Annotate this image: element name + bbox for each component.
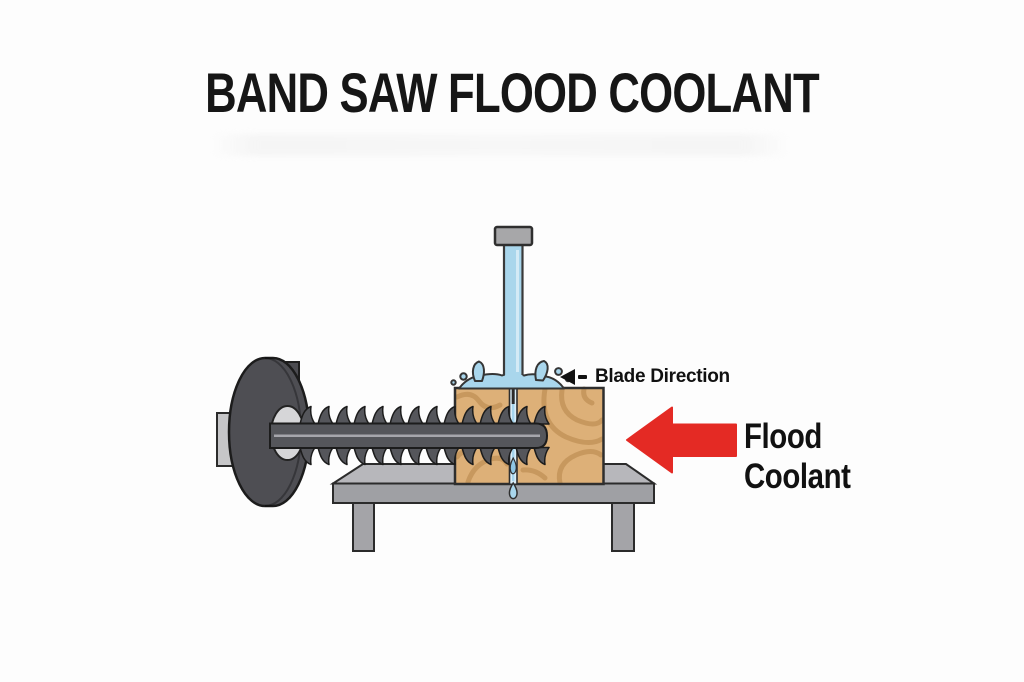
blade-direction-text: Blade Direction	[595, 366, 730, 387]
blade-direction-arrow-icon	[560, 369, 575, 385]
coolant-nozzle	[493, 225, 534, 247]
blade-direction-label: Blade Direction	[560, 365, 730, 389]
coolant-stream	[502, 246, 524, 380]
band-saw-blade	[269, 405, 550, 466]
table-leg	[611, 499, 635, 552]
blade-teeth-top	[299, 405, 550, 425]
coolant-drip-in-kerf	[509, 456, 517, 475]
diagram-title: BAND SAW FLOOD COOLANT	[205, 61, 820, 124]
coolant-splash	[450, 360, 572, 390]
flood-coolant-label: Flood Coolant	[744, 417, 851, 497]
flood-coolant-line2: Coolant	[744, 457, 851, 496]
table-front-face	[332, 482, 655, 504]
blade-teeth-bottom	[299, 446, 550, 466]
ghost-text-artifact	[210, 134, 790, 156]
coolant-drip-below-wood	[508, 481, 518, 500]
blade-direction-arrow-dash	[578, 375, 587, 379]
flood-coolant-arrow-icon	[626, 406, 737, 474]
flood-coolant-line1: Flood	[744, 417, 822, 456]
table-leg	[352, 499, 375, 552]
